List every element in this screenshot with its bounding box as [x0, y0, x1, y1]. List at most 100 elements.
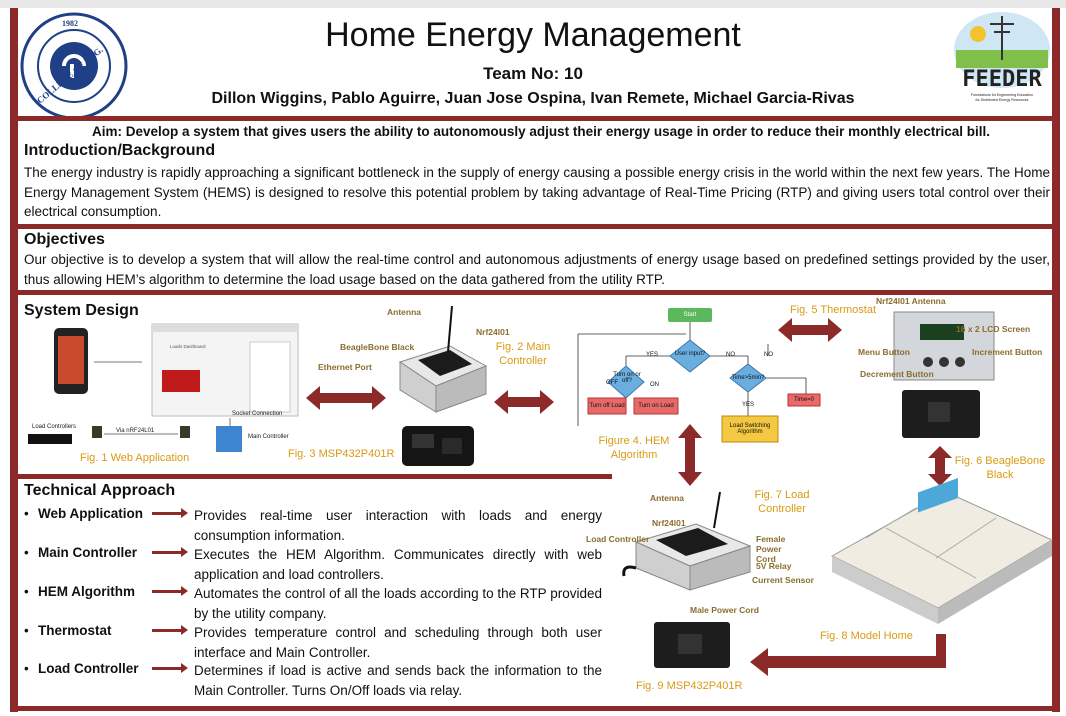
right-arrow-icon	[152, 625, 188, 635]
svg-text:Load Controllers: Load Controllers	[32, 424, 76, 430]
fig2-caption: Fig. 2 Main Controller	[495, 341, 551, 367]
svg-text:FEEDER: FEEDER	[962, 67, 1042, 92]
fig5-caption: Fig. 5 Thermostat	[790, 304, 876, 316]
svg-text:1982: 1982	[62, 19, 78, 28]
increment-button-label: Increment Button	[972, 347, 1043, 357]
bullet-icon: •	[24, 545, 29, 560]
menu-button-label: Menu Button	[858, 347, 910, 357]
fig9-caption: Fig. 9 MSP432P401R	[636, 680, 743, 692]
ta-item-desc: Executes the HEM Algorithm. Communicates…	[194, 547, 602, 582]
svg-text:Foundations for Engineering Ed: Foundations for Engineering Education	[971, 93, 1033, 97]
svg-text:Via nRF24L01: Via nRF24L01	[116, 428, 155, 434]
ethernet-label: Ethernet Port	[318, 362, 372, 372]
technical-approach-heading: Technical Approach	[24, 482, 176, 499]
lc-nrf-label: Nrf24l01	[652, 518, 686, 528]
system-design-heading: System Design	[24, 302, 139, 319]
ta-item-desc: Provides real-time user interaction with…	[194, 508, 602, 543]
fig1-caption: Fig. 1 Web Application	[80, 452, 190, 464]
flowchart-time-check: Time>5min?	[731, 375, 765, 381]
right-arrow-icon	[152, 586, 188, 596]
web-application-diagram: Loads Dashboard Socket Connection Load C…	[28, 323, 299, 452]
ta-item-name: HEM Algorithm	[38, 584, 135, 599]
right-arrow-icon	[152, 508, 188, 518]
introduction-heading: Introduction/Background	[24, 142, 216, 159]
lc-antenna-label: Antenna	[650, 493, 684, 503]
female-cord-label: Female Power Cord	[756, 534, 786, 564]
main-controller-photo	[398, 305, 488, 413]
flowchart-yes-label: YES	[646, 352, 659, 358]
fig7-caption: Fig. 7 Load Controller	[754, 489, 810, 515]
section-divider	[18, 706, 1052, 711]
authors: Dillon Wiggins, Pablo Aguirre, Juan Jose…	[211, 90, 855, 107]
beaglebone-label: BeagleBone Black	[340, 342, 415, 352]
aim-statement: Aim: Develop a system that gives users t…	[92, 124, 990, 139]
msp432-board-photo-2	[654, 622, 730, 668]
svg-text:Socket Connection: Socket Connection	[232, 411, 282, 417]
introduction-text: The energy industry is rapidly approachi…	[24, 165, 1050, 219]
ta-item-desc: Determines if load is active and sends b…	[194, 663, 602, 698]
objectives-heading: Objectives	[24, 231, 105, 248]
section-divider	[18, 116, 1052, 121]
flowchart-off-label: OFF	[606, 380, 618, 386]
bent-arrow-icon	[750, 634, 946, 676]
right-arrow-icon	[152, 547, 188, 557]
ta-item-name: Thermostat	[38, 623, 112, 638]
nrf-label: Nrf24l01	[476, 327, 510, 337]
relay-label: 5V Relay	[756, 561, 792, 571]
college-of-engineering-logo: COLLEGE OF ENG. 1982	[20, 12, 128, 120]
flowchart-time-reset: Time=0	[794, 397, 814, 403]
section-divider	[18, 474, 612, 479]
poster-title: Home Energy Management	[325, 16, 741, 54]
flowchart-load-switching: Load Switching Algorithm	[729, 423, 771, 435]
fig8-caption: Fig. 8 Model Home	[820, 630, 913, 642]
msp432-board-photo	[402, 426, 474, 466]
double-arrow-icon	[494, 390, 554, 414]
bullet-icon: •	[24, 584, 29, 599]
bullet-icon: •	[24, 623, 29, 638]
flowchart-turn-on-load: Turn on Load	[638, 403, 674, 409]
current-sensor-label: Current Sensor	[752, 575, 814, 585]
ta-item-desc: Automates the control of all the loads a…	[194, 586, 602, 621]
bullet-icon: •	[24, 661, 29, 676]
load-controller-photo	[622, 491, 752, 591]
double-arrow-icon	[928, 446, 952, 486]
thermostat-antenna-label: Nrf24l01 Antenna	[876, 296, 946, 306]
ta-item-name: Main Controller	[38, 545, 138, 560]
decrement-button-label: Decrement Button	[860, 369, 934, 379]
flowchart-no-label: NO	[726, 352, 735, 358]
bullet-icon: •	[24, 506, 29, 521]
ta-item-name: Web Application	[38, 506, 144, 521]
flowchart-turn-on-off: Turn on or off?	[613, 372, 641, 384]
beaglebone-board-photo	[902, 390, 980, 438]
model-home-render	[830, 477, 1054, 624]
fig6-caption: Fig. 6 BeagleBone Black	[954, 455, 1046, 481]
flowchart-user-input: User input?	[674, 351, 706, 357]
hem-algorithm-flowchart	[577, 308, 821, 443]
feeder-logo: FEEDER Foundations for Engineering Educa…	[954, 12, 1050, 102]
flowchart-no-label: NO	[764, 352, 773, 358]
antenna-label: Antenna	[387, 307, 421, 317]
fig4-caption: Figure 4. HEM Algorithm	[598, 435, 670, 461]
flowchart-start: Start	[683, 312, 697, 318]
section-divider	[18, 290, 1052, 295]
double-arrow-icon	[678, 424, 702, 486]
objectives-text: Our objective is to develop a system tha…	[24, 252, 1050, 287]
lc-load-controller-label: Load Controller	[586, 534, 650, 544]
ta-item-name: Load Controller	[38, 661, 139, 676]
flowchart-turn-off-load: Turn off Load	[589, 403, 625, 409]
section-divider	[18, 224, 1052, 229]
lcd-label: 16 x 2 LCD Screen	[956, 324, 1031, 334]
fig3-caption: Fig. 3 MSP432P401R	[288, 448, 395, 460]
flowchart-on-label: ON	[650, 382, 659, 388]
double-arrow-icon	[306, 386, 386, 410]
double-arrow-icon	[778, 318, 842, 342]
thermostat-photo	[893, 311, 995, 381]
top-strip	[0, 0, 1066, 8]
svg-text:Main Controller: Main Controller	[248, 434, 289, 440]
ta-item-desc: Provides temperature control and schedul…	[194, 625, 602, 660]
svg-text:for Distributed Energy Resourc: for Distributed Energy Resources	[976, 98, 1029, 102]
team-number: Team No: 10	[483, 64, 583, 83]
svg-text:Loads Dashboard: Loads Dashboard	[170, 344, 206, 349]
flowchart-yes-label: YES	[742, 402, 755, 408]
male-cord-label: Male Power Cord	[690, 605, 759, 615]
